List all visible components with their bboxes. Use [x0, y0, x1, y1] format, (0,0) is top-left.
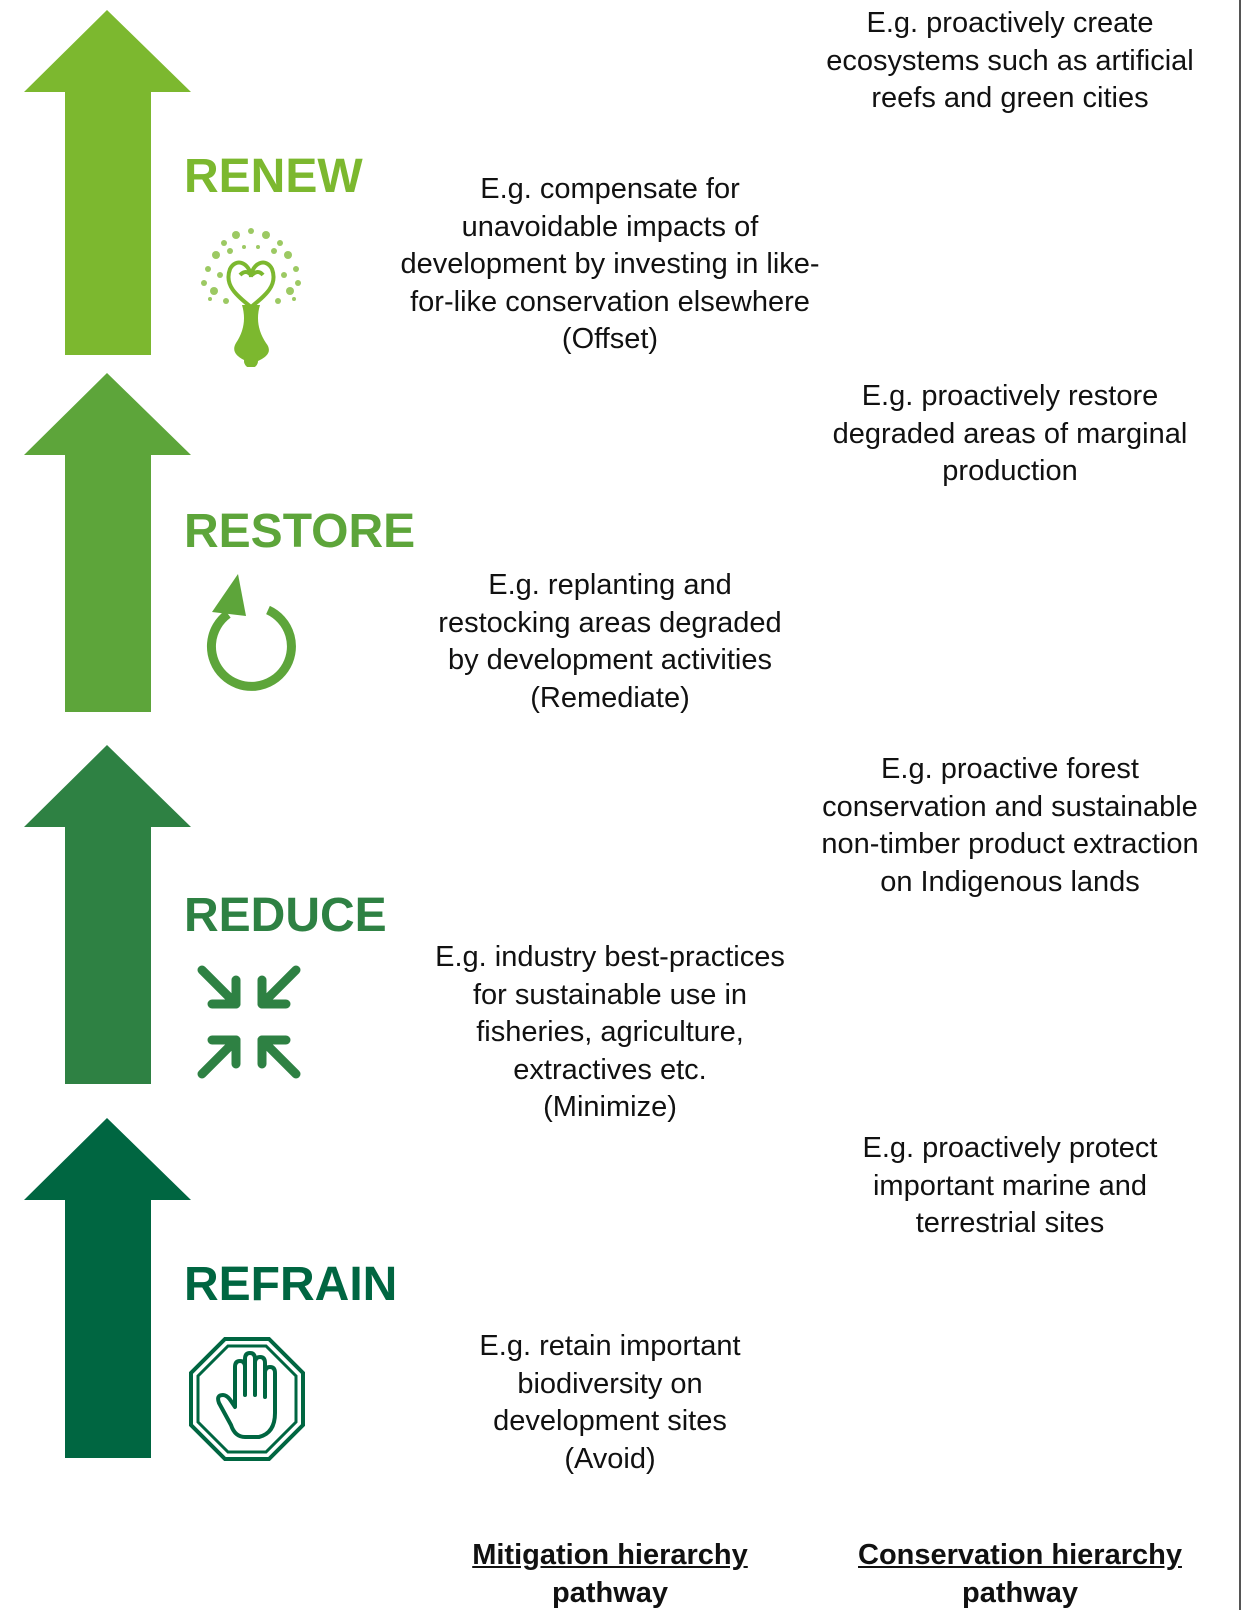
- conservation-pathway-sub: pathway: [961, 1577, 1079, 1609]
- tree-heart-icon: [196, 225, 308, 367]
- mitigation-text-renew: E.g. compensate for unavoidable impacts …: [400, 173, 820, 355]
- conservation-text-reduce: E.g. proactive forest conservation and s…: [821, 753, 1199, 898]
- conservation-text-restore: E.g. proactively restore degraded areas …: [832, 380, 1188, 487]
- circular-arrow-icon: [198, 572, 302, 696]
- arrow-refrain: [24, 1118, 191, 1458]
- conservation-text-refrain: E.g. proactively protect important marin…: [862, 1132, 1158, 1239]
- tier-label-refrain: REFRAIN: [184, 1258, 398, 1311]
- arrow-renew-shape: [24, 10, 191, 355]
- conservation-pathway-title: Conservation hierarchy: [858, 1539, 1182, 1571]
- mitigation-text-restore: E.g. replanting and restocking areas deg…: [438, 569, 782, 714]
- mitigation-text-reduce: E.g. industry best-practices for sustain…: [435, 941, 785, 1123]
- mitigation-text-refrain: E.g. retain important biodiversity on de…: [479, 1330, 741, 1475]
- stop-hand-icon: [189, 1337, 305, 1461]
- arrow-restore-shape: [24, 373, 191, 712]
- mitigation-pathway-label: Mitigation hierarchy pathway: [425, 1536, 795, 1610]
- arrow-reduce: [24, 745, 191, 1084]
- right-border-line: [1239, 0, 1241, 1610]
- arrow-reduce-shape: [24, 745, 191, 1084]
- tier-label-renew: RENEW: [184, 150, 363, 203]
- inward-arrows-icon: [196, 964, 302, 1080]
- arrow-refrain-shape: [24, 1118, 191, 1458]
- tier-label-restore: RESTORE: [184, 505, 416, 558]
- conservation-pathway-label: Conservation hierarchy pathway: [835, 1536, 1205, 1610]
- mitigation-pathway-sub: pathway: [551, 1577, 669, 1609]
- mitigation-pathway-title: Mitigation hierarchy: [472, 1539, 748, 1571]
- conservation-text-renew: E.g. proactively create ecosystems such …: [826, 7, 1194, 114]
- tier-label-reduce: REDUCE: [184, 889, 387, 942]
- arrow-restore: [24, 373, 191, 712]
- arrow-renew: [24, 10, 191, 355]
